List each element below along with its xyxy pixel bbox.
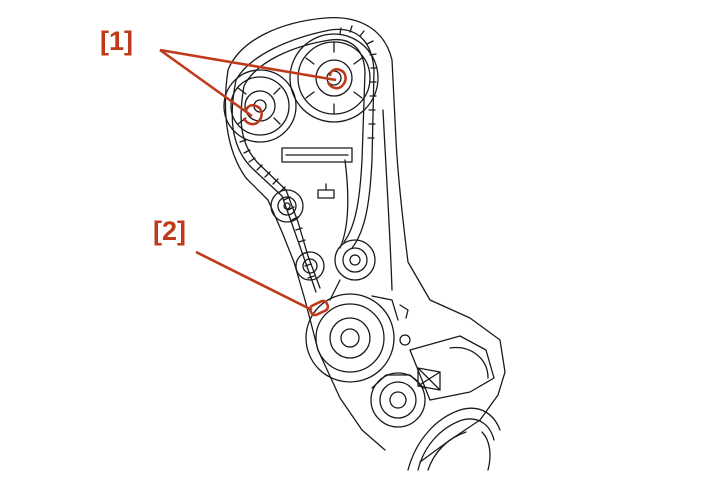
callout-label-1: [1] — [100, 26, 133, 56]
callout-label-2: [2] — [153, 216, 186, 246]
idler-pulley — [270, 189, 304, 223]
callout-1-mark-right — [326, 67, 347, 90]
right-cam-pulley — [289, 33, 379, 123]
accessory-belt — [329, 109, 393, 301]
timing-belt — [231, 28, 375, 293]
left-cam-pulley — [223, 69, 297, 143]
crank-sprocket — [295, 251, 325, 281]
callout-1-mark-left — [242, 103, 263, 126]
crankshaft-pulley — [305, 293, 395, 383]
callout-1-leader-right — [159, 48, 337, 82]
callout-2-mark — [308, 299, 330, 317]
accessory-pulley — [370, 372, 426, 428]
callout-1-leader-left — [159, 48, 253, 118]
auxiliary-tensioner — [334, 239, 376, 281]
callout-2-leader — [195, 250, 313, 312]
